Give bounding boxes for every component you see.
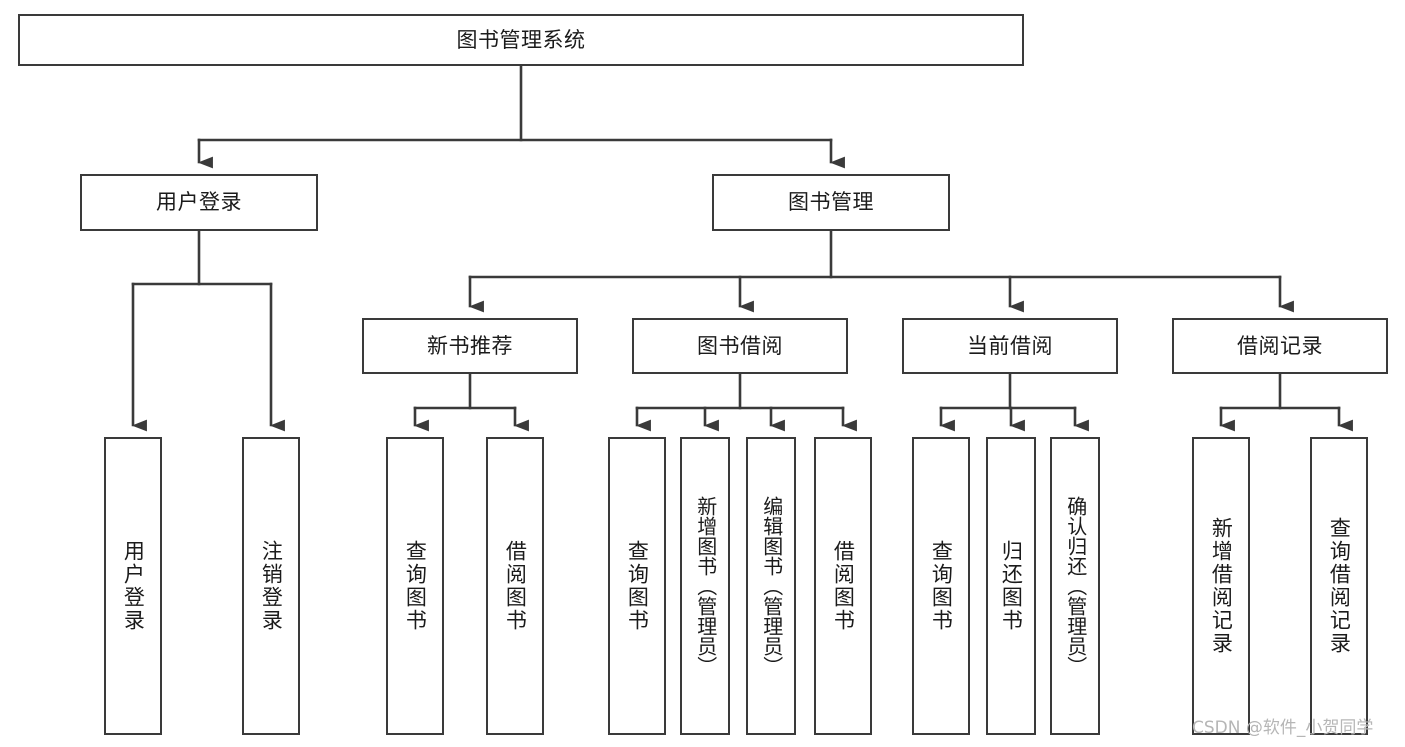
leaf-borrow-book-recommend[interactable]: 借阅图书	[486, 437, 544, 735]
node-label: 新书推荐	[427, 333, 513, 358]
node-label: 新增借阅记录	[1209, 517, 1234, 655]
node-new-book-recommend[interactable]: 新书推荐	[362, 318, 578, 374]
node-label: 当前借阅	[967, 333, 1053, 358]
leaf-query-book-current[interactable]: 查询图书	[912, 437, 970, 735]
node-book-management[interactable]: 图书管理	[712, 174, 950, 231]
edges-user-login-to-leaves	[131, 229, 285, 432]
node-label: 借阅记录	[1237, 333, 1323, 358]
edges-root-to-level2	[197, 64, 845, 169]
node-label: 查询图书	[403, 540, 428, 632]
node-label: 查询借阅记录	[1327, 517, 1352, 655]
leaf-add-book-admin[interactable]: 新增图书（管理员）	[680, 437, 730, 735]
leaf-user-login[interactable]: 用户登录	[104, 437, 162, 735]
node-label: 注销登录	[259, 540, 284, 632]
leaf-edit-book-admin[interactable]: 编辑图书（管理员）	[746, 437, 796, 735]
node-current-borrow[interactable]: 当前借阅	[902, 318, 1118, 374]
leaf-return-book[interactable]: 归还图书	[986, 437, 1036, 735]
edges-borrow-record-to-leaves	[1219, 372, 1353, 432]
node-label: 图书管理	[788, 190, 874, 215]
node-label: 借阅图书	[503, 540, 528, 632]
node-root-system[interactable]: 图书管理系统	[18, 14, 1024, 66]
node-borrow-record[interactable]: 借阅记录	[1172, 318, 1388, 374]
node-label: 借阅图书	[831, 540, 856, 632]
leaf-borrow-book[interactable]: 借阅图书	[814, 437, 872, 735]
node-label: 归还图书	[999, 540, 1024, 632]
leaf-query-borrow-record[interactable]: 查询借阅记录	[1310, 437, 1368, 735]
node-label: 图书管理系统	[456, 27, 586, 52]
leaf-logout-login[interactable]: 注销登录	[242, 437, 300, 735]
node-label: 新增图书（管理员）	[693, 496, 718, 676]
leaf-confirm-return-admin[interactable]: 确认归还（管理员）	[1050, 437, 1100, 735]
edges-new-book-to-leaves	[413, 372, 529, 432]
leaf-add-borrow-record[interactable]: 新增借阅记录	[1192, 437, 1250, 735]
leaf-query-book-recommend[interactable]: 查询图书	[386, 437, 444, 735]
node-label: 编辑图书（管理员）	[759, 496, 784, 676]
node-label: 查询图书	[929, 540, 954, 632]
node-label: 用户登录	[156, 190, 242, 215]
edges-book-manage-to-level3	[468, 229, 1294, 313]
node-label: 查询图书	[625, 540, 650, 632]
edges-borrow-book-to-leaves	[635, 372, 857, 432]
node-label: 图书借阅	[697, 333, 783, 358]
edges-current-borrow-to-leaves	[939, 372, 1089, 432]
node-user-login[interactable]: 用户登录	[80, 174, 318, 231]
node-book-borrow[interactable]: 图书借阅	[632, 318, 848, 374]
node-label: 确认归还（管理员）	[1063, 496, 1088, 676]
leaf-query-book-borrow[interactable]: 查询图书	[608, 437, 666, 735]
node-label: 用户登录	[121, 540, 146, 632]
